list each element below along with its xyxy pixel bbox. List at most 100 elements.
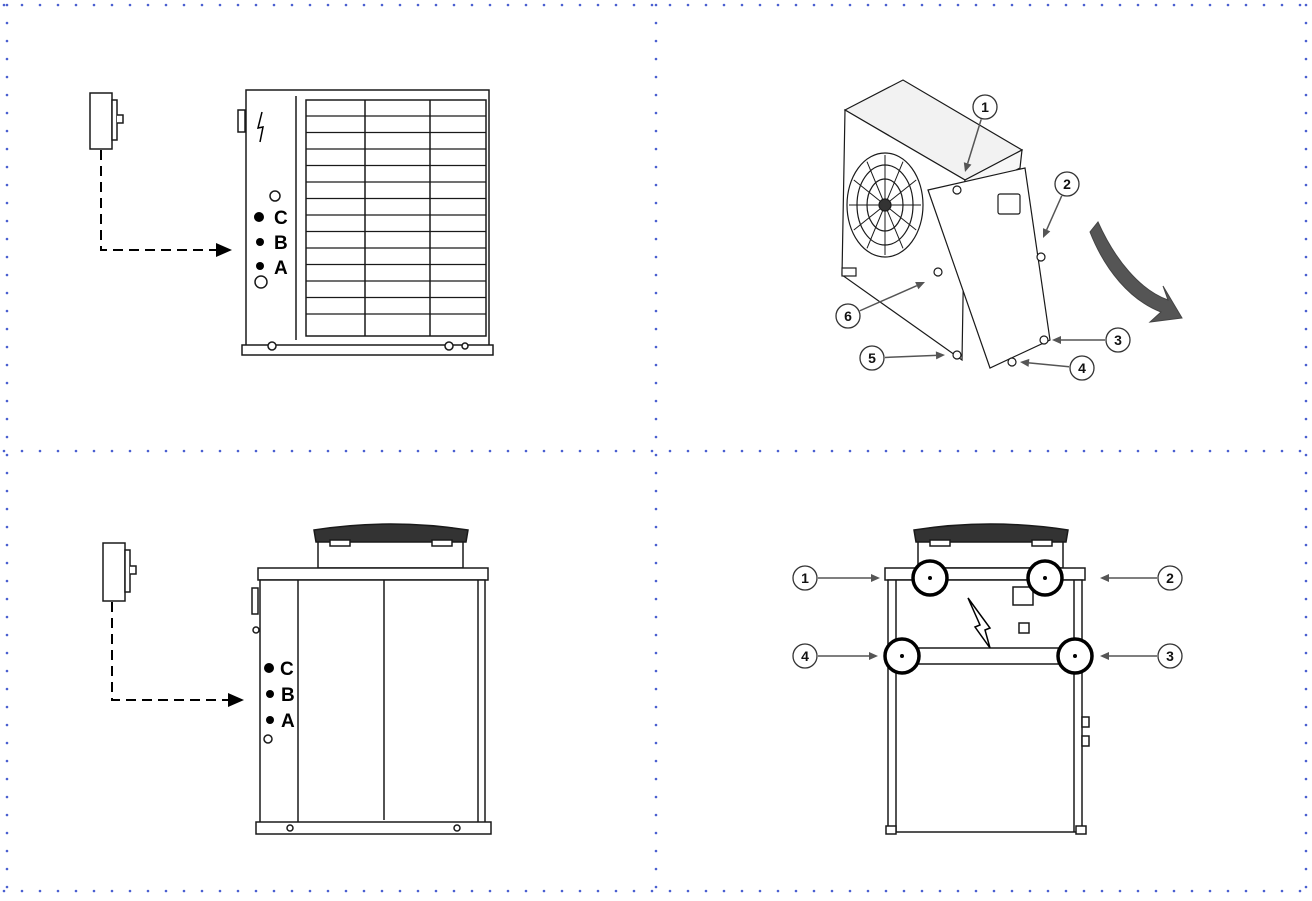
grid-dot (74, 449, 78, 453)
fan-spoke (884, 204, 904, 249)
grid-dot (5, 291, 9, 295)
grid-dot (1100, 449, 1104, 453)
grid-dot (5, 867, 9, 871)
grid-dot (2, 3, 6, 7)
grid-dot (920, 889, 924, 893)
fan-spoke (866, 161, 886, 206)
grid-dot (1304, 327, 1308, 331)
grid-dot (1304, 183, 1308, 187)
grid-dot (654, 381, 658, 385)
grid-dot (866, 889, 870, 893)
grid-dot (5, 309, 9, 313)
grid-dot (632, 3, 636, 7)
grid-dot (74, 889, 78, 893)
callout-br-4: 4 (792, 643, 878, 669)
grid-dot (236, 449, 240, 453)
grid-dot (722, 889, 726, 893)
grid-dot (470, 449, 474, 453)
grid-dot (110, 889, 114, 893)
grid-dot (5, 93, 9, 97)
grid-dot (5, 345, 9, 349)
terminal-label-a-2: A (281, 711, 295, 732)
grid-dot (1304, 273, 1308, 277)
grid-dot (452, 449, 456, 453)
grid-dot (452, 3, 456, 7)
grid-dot (884, 889, 888, 893)
grid-dot (654, 885, 658, 889)
grid-dot (506, 3, 510, 7)
grid-dot (938, 889, 942, 893)
grid-dot (1304, 831, 1308, 835)
grid-dot (1172, 889, 1176, 893)
grid-dot (1100, 3, 1104, 7)
grid-dot (1262, 3, 1266, 7)
grid-dot (830, 449, 834, 453)
grid-dot (74, 3, 78, 7)
grid-dot (654, 561, 658, 565)
grid-dot (5, 381, 9, 385)
grid-dot (578, 3, 582, 7)
grid-dot (524, 449, 528, 453)
grid-dot (776, 449, 780, 453)
dashed-cable-2 (111, 602, 232, 701)
grid-dot (1304, 363, 1308, 367)
grid-dot (992, 889, 996, 893)
grid-dot (654, 417, 658, 421)
grid-dot (1304, 147, 1308, 151)
grid-dot (5, 633, 9, 637)
grid-dot (686, 889, 690, 893)
grid-dot (1208, 449, 1212, 453)
grid-dot (560, 449, 564, 453)
grid-dot (1304, 381, 1308, 385)
grid-dot (1304, 885, 1308, 889)
grid-dot (542, 3, 546, 7)
grid-dot (5, 129, 9, 133)
grid-dot (992, 449, 996, 453)
grid-dot (164, 889, 168, 893)
callout-1: 1 (963, 94, 998, 172)
grid-dot (5, 597, 9, 601)
screw-center (1043, 576, 1047, 580)
grid-dot (1208, 889, 1212, 893)
fan-spoke (853, 204, 886, 231)
grid-dot (1262, 449, 1266, 453)
grid-dot (560, 3, 564, 7)
grid-dot (326, 449, 330, 453)
grid-dot (5, 3, 9, 7)
grid-dot (1304, 237, 1308, 241)
grid-dot (776, 3, 780, 7)
panel-bottom-left: C B A (102, 523, 492, 835)
grid-dot (1304, 507, 1308, 511)
grid-dot (1304, 129, 1308, 133)
grid-dot (470, 3, 474, 7)
grid-dot (5, 417, 9, 421)
grid-dot (596, 449, 600, 453)
terminal-dot-b-2 (266, 690, 274, 698)
grid-dot (654, 867, 658, 871)
grid-dot (5, 705, 9, 709)
grid-dot (1304, 309, 1308, 313)
grid-dot (236, 3, 240, 7)
grid-dot (578, 449, 582, 453)
grid-dot (866, 3, 870, 7)
grid-dot (1304, 705, 1308, 709)
grid-dot (146, 3, 150, 7)
grid-dot (654, 201, 658, 205)
callout-4: 4 (1020, 355, 1095, 381)
grid-dot (1010, 449, 1014, 453)
callout-6-number: 6 (844, 308, 852, 324)
grid-dot (56, 3, 60, 7)
grid-dot (20, 3, 24, 7)
grid-dot (654, 741, 658, 745)
grid-dot (1304, 597, 1308, 601)
grid-dot (146, 889, 150, 893)
grid-dot (506, 889, 510, 893)
grid-dot (740, 889, 744, 893)
grid-dot (470, 889, 474, 893)
grid-dot (1118, 3, 1122, 7)
grid-dot (1064, 3, 1068, 7)
grid-dot (614, 3, 618, 7)
grid-dot (1262, 889, 1266, 893)
